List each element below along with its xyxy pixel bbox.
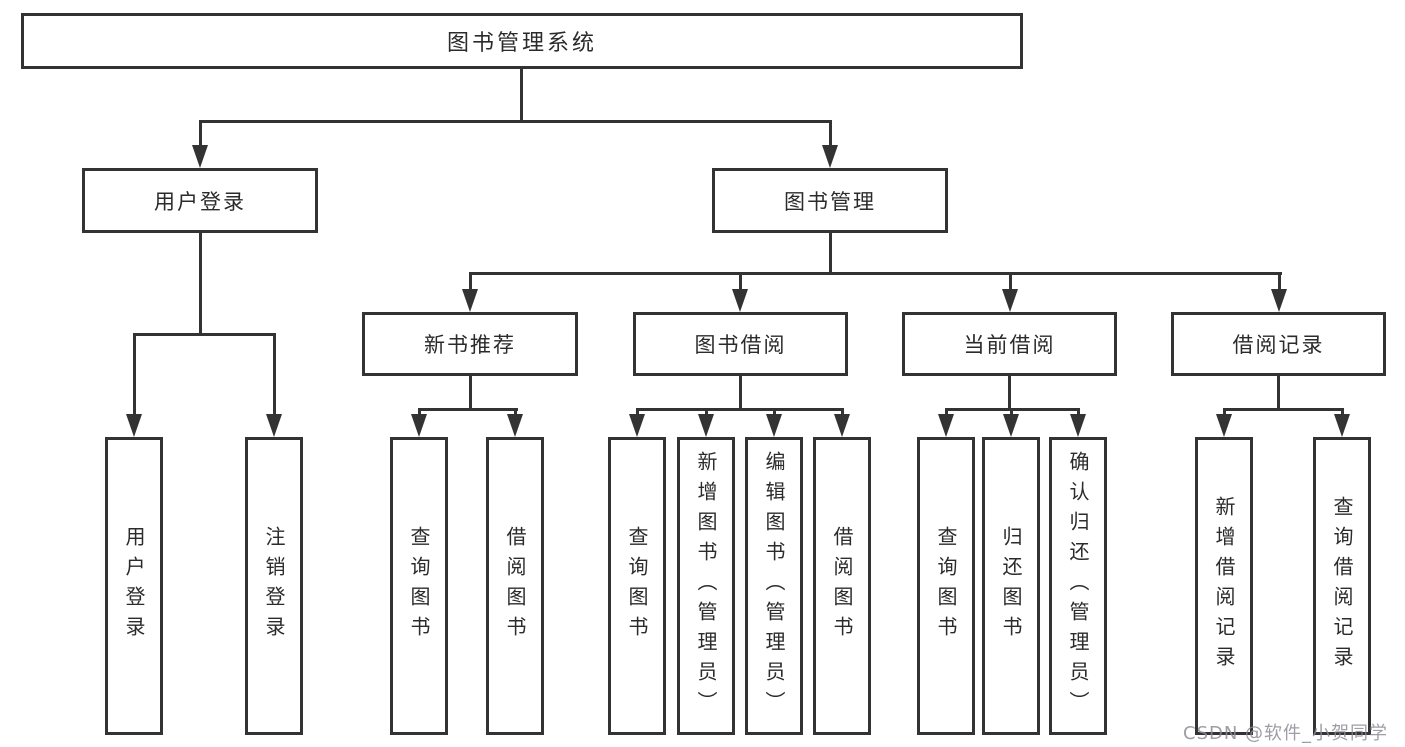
node-new-book-recommend-label: 新书推荐 bbox=[424, 333, 516, 357]
connector-line bbox=[829, 233, 832, 275]
connector-line bbox=[829, 120, 832, 146]
connector-line bbox=[841, 408, 844, 417]
connector-line bbox=[469, 272, 1282, 275]
arrow-down-icon bbox=[834, 414, 850, 437]
connector-line bbox=[1278, 272, 1281, 290]
node-root-label: 图书管理系统 bbox=[446, 31, 597, 56]
connector-line bbox=[1277, 376, 1280, 411]
arrow-down-icon bbox=[1271, 289, 1287, 312]
leaf-logout-label: 注销登录 bbox=[262, 526, 286, 646]
node-current-borrow-label: 当前借阅 bbox=[963, 333, 1056, 357]
leaf-recommend-query-books-label: 查询图书 bbox=[407, 526, 431, 646]
connector-line bbox=[773, 408, 776, 417]
leaf-borrow-edit-books-admin-label: 编辑图书（管理员） bbox=[762, 451, 786, 721]
node-new-book-recommend: 新书推荐 bbox=[362, 312, 578, 376]
node-book-management-label: 图书管理 bbox=[784, 189, 876, 214]
node-root: 图书管理系统 bbox=[21, 13, 1023, 69]
leaf-recommend-borrow-books-label: 借阅图书 bbox=[503, 526, 527, 646]
connector-line bbox=[520, 69, 523, 123]
arrow-down-icon bbox=[1216, 414, 1232, 437]
connector-line bbox=[418, 408, 421, 417]
leaf-borrow-edit-books-admin: 编辑图书（管理员） bbox=[745, 437, 803, 735]
csdn-watermark: CSDN @软件_小贺同学 bbox=[1183, 723, 1389, 744]
leaf-current-query-books-label: 查询图书 bbox=[934, 526, 958, 646]
connector-line bbox=[199, 120, 202, 146]
leaf-borrow-borrow-books-label: 借阅图书 bbox=[830, 526, 854, 646]
connector-line bbox=[514, 408, 517, 417]
connector-line bbox=[199, 233, 202, 336]
leaf-recommend-query-books: 查询图书 bbox=[390, 437, 448, 735]
node-book-borrow-label: 图书借阅 bbox=[694, 333, 787, 357]
arrow-down-icon bbox=[507, 414, 523, 437]
connector-line bbox=[1010, 408, 1013, 417]
connector-line bbox=[1009, 272, 1012, 290]
connector-line bbox=[739, 376, 742, 411]
leaf-borrow-add-books-admin: 新增图书（管理员） bbox=[677, 437, 735, 735]
node-book-borrow: 图书借阅 bbox=[633, 312, 848, 376]
arrow-down-icon bbox=[1334, 414, 1350, 437]
connector-line bbox=[199, 120, 832, 123]
node-current-borrow: 当前借阅 bbox=[902, 312, 1117, 376]
leaf-logout: 注销登录 bbox=[245, 437, 303, 735]
arrow-down-icon bbox=[732, 289, 748, 312]
arrow-down-icon bbox=[822, 145, 838, 168]
arrow-down-icon bbox=[629, 414, 645, 437]
arrow-down-icon bbox=[1003, 414, 1019, 437]
leaf-borrow-query-books-label: 查询图书 bbox=[625, 526, 649, 646]
connector-line bbox=[1077, 408, 1080, 417]
leaf-borrow-query-books: 查询图书 bbox=[608, 437, 666, 735]
leaf-user-login-label: 用户登录 bbox=[122, 526, 146, 646]
node-borrow-records: 借阅记录 bbox=[1171, 312, 1386, 376]
arrow-down-icon bbox=[266, 414, 282, 437]
leaf-current-return-books: 归还图书 bbox=[982, 437, 1040, 735]
connector-line bbox=[1223, 408, 1344, 411]
connector-line bbox=[945, 408, 948, 417]
connector-line bbox=[273, 333, 276, 415]
leaf-borrow-borrow-books: 借阅图书 bbox=[813, 437, 871, 735]
arrow-down-icon bbox=[938, 414, 954, 437]
connector-line bbox=[133, 333, 136, 415]
node-user-login-label: 用户登录 bbox=[154, 189, 246, 214]
leaf-records-add-record-label: 新增借阅记录 bbox=[1212, 496, 1236, 676]
connector-line bbox=[469, 272, 472, 290]
arrow-down-icon bbox=[126, 414, 142, 437]
connector-line bbox=[1223, 408, 1226, 417]
arrow-down-icon bbox=[1070, 414, 1086, 437]
leaf-records-add-record: 新增借阅记录 bbox=[1195, 437, 1253, 735]
connector-line bbox=[636, 408, 844, 411]
leaf-records-query-record: 查询借阅记录 bbox=[1313, 437, 1371, 735]
leaf-current-confirm-return-admin-label: 确认归还（管理员） bbox=[1066, 451, 1090, 721]
connector-line bbox=[418, 408, 518, 411]
connector-line bbox=[469, 376, 472, 411]
leaf-borrow-add-books-admin-label: 新增图书（管理员） bbox=[694, 451, 718, 721]
connector-line bbox=[1008, 376, 1011, 411]
node-borrow-records-label: 借阅记录 bbox=[1232, 333, 1325, 357]
leaf-recommend-borrow-books: 借阅图书 bbox=[486, 437, 544, 735]
arrow-down-icon bbox=[192, 145, 208, 168]
arrow-down-icon bbox=[698, 414, 714, 437]
arrow-down-icon bbox=[462, 289, 478, 312]
leaf-user-login: 用户登录 bbox=[105, 437, 163, 735]
leaf-records-query-record-label: 查询借阅记录 bbox=[1330, 496, 1354, 676]
leaf-current-confirm-return-admin: 确认归还（管理员） bbox=[1049, 437, 1107, 735]
connector-line bbox=[705, 408, 708, 417]
connector-line bbox=[133, 333, 276, 336]
connector-line bbox=[1341, 408, 1344, 417]
arrow-down-icon bbox=[411, 414, 427, 437]
leaf-current-query-books: 查询图书 bbox=[917, 437, 975, 735]
connector-line bbox=[636, 408, 639, 417]
connector-line bbox=[739, 272, 742, 290]
node-book-management: 图书管理 bbox=[712, 168, 948, 233]
arrow-down-icon bbox=[766, 414, 782, 437]
node-user-login: 用户登录 bbox=[82, 168, 318, 233]
arrow-down-icon bbox=[1002, 289, 1018, 312]
leaf-current-return-books-label: 归还图书 bbox=[999, 526, 1023, 646]
